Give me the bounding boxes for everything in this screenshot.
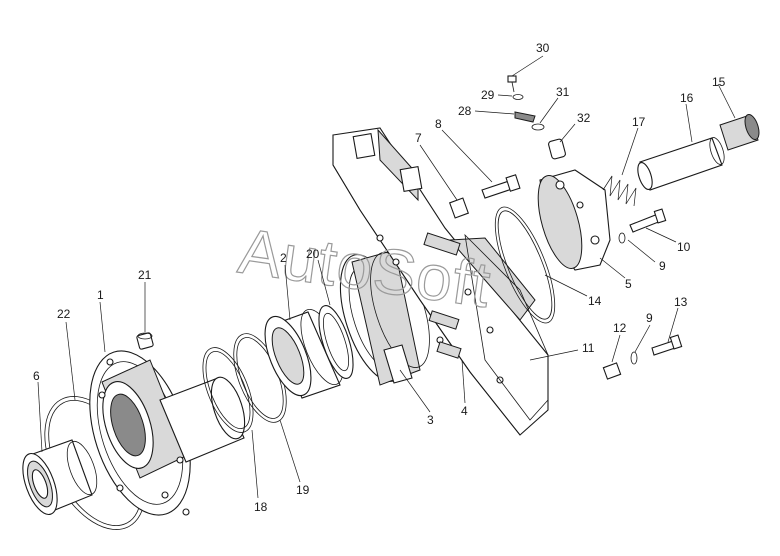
valve-32 (548, 138, 566, 160)
callout-20: 20 (306, 247, 320, 261)
cover-11 (464, 233, 549, 421)
callout-labels: 1 2 3 4 5 6 7 8 9 9 10 11 12 13 14 15 16… (33, 41, 726, 514)
o-ring-9-lower (630, 351, 638, 365)
callout-3: 3 (427, 413, 434, 427)
spring-17 (602, 175, 637, 207)
pump-housing-5 (537, 169, 611, 271)
washer-29 (512, 94, 524, 100)
snap-ring-18 (202, 347, 254, 433)
bolt-13 (651, 334, 683, 356)
bolt-8 (481, 174, 521, 199)
callout-9-upper: 9 (659, 259, 666, 273)
callout-18: 18 (254, 500, 268, 514)
callout-15: 15 (712, 75, 726, 89)
callout-11: 11 (582, 341, 595, 355)
bearing-6 (22, 439, 98, 515)
plug-21 (136, 332, 154, 350)
callout-5: 5 (625, 277, 632, 291)
callout-16: 16 (680, 91, 694, 105)
callout-10: 10 (677, 240, 691, 254)
callout-19: 19 (296, 483, 310, 497)
callout-7: 7 (415, 131, 422, 145)
flange-3 (339, 249, 430, 386)
carrier-plate-4 (332, 127, 549, 436)
callout-9-lower: 9 (646, 311, 653, 325)
leader-lines (37, 55, 736, 499)
callout-14: 14 (588, 294, 602, 308)
bearing-2 (264, 309, 344, 399)
callout-2: 2 (280, 251, 287, 265)
spacer-20 (318, 305, 354, 379)
bolt-10 (629, 208, 667, 233)
callout-4: 4 (461, 404, 468, 418)
callout-28: 28 (458, 104, 472, 118)
ring-31 (531, 123, 545, 131)
callout-13: 13 (674, 295, 688, 309)
callout-32: 32 (577, 111, 591, 125)
callout-21: 21 (138, 268, 152, 282)
sleeve-16 (637, 137, 725, 191)
callout-30: 30 (536, 41, 550, 55)
gear-15 (719, 113, 760, 151)
pin-12 (602, 362, 622, 380)
callout-12: 12 (613, 321, 627, 335)
callout-1: 1 (97, 288, 104, 302)
callout-17: 17 (632, 115, 646, 129)
pin-7 (448, 197, 470, 219)
screw-30 (507, 75, 517, 93)
lever-28 (514, 111, 536, 123)
callout-6: 6 (33, 369, 40, 383)
o-ring-14 (494, 206, 556, 324)
callout-22: 22 (57, 307, 71, 321)
o-ring-9-upper (618, 232, 626, 244)
callout-31: 31 (556, 85, 570, 99)
callout-29: 29 (481, 88, 495, 102)
hub-housing-1 (89, 350, 246, 516)
callout-8: 8 (435, 117, 442, 131)
